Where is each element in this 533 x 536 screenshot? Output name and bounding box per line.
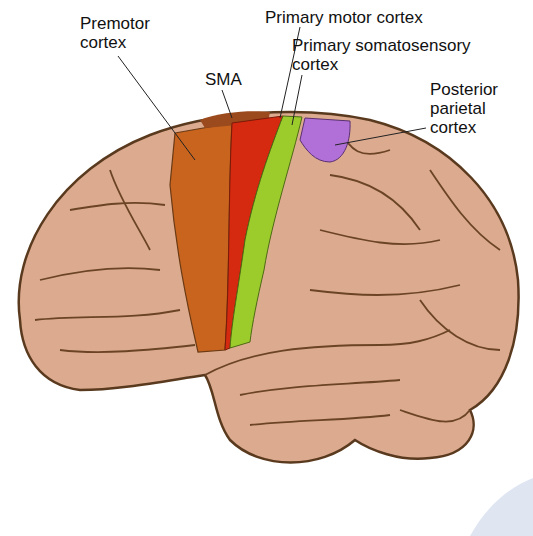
region-label: Primary motor cortex — [265, 8, 525, 27]
region-label: Primary somatosensory cortex — [292, 36, 507, 74]
region-label: Premotor cortex — [80, 14, 175, 52]
region-label: Posterior parietal cortex — [430, 80, 530, 137]
brain-outline — [19, 112, 519, 462]
premotor-region — [170, 123, 232, 352]
parietal-region — [300, 118, 350, 162]
region-label: SMA — [205, 70, 265, 89]
corner-mark — [470, 478, 533, 536]
somatosensory-region — [230, 116, 302, 348]
